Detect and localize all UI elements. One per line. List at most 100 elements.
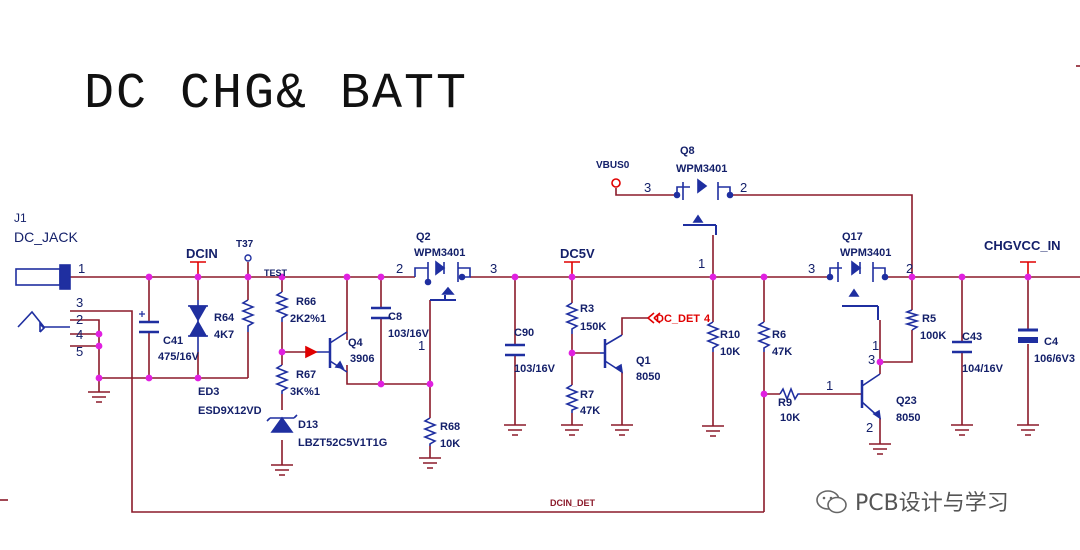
junction-dot bbox=[278, 348, 286, 356]
net-vbus0-label: VBUS0 bbox=[596, 160, 630, 171]
wires bbox=[0, 65, 1080, 513]
junction-dot bbox=[568, 349, 576, 357]
junction-dot bbox=[426, 380, 434, 388]
d13-value: LBZT52C5V1T1G bbox=[298, 437, 387, 449]
q2-pin: 1 bbox=[418, 338, 425, 353]
j1-pin: 3 bbox=[76, 295, 83, 310]
q17-value: WPM3401 bbox=[840, 247, 891, 259]
junctions bbox=[95, 273, 1032, 398]
junction-dot bbox=[145, 374, 153, 382]
q23-pin: 3 bbox=[868, 352, 875, 367]
r66-resistor-symbol bbox=[274, 291, 290, 322]
q17-mosfet-symbol bbox=[826, 260, 889, 320]
q23-value: 8050 bbox=[896, 412, 920, 424]
junction-dot bbox=[194, 374, 202, 382]
q8-mosfet-symbol bbox=[673, 178, 734, 235]
r64-resistor-symbol bbox=[240, 299, 256, 332]
q8-pin: 3 bbox=[644, 180, 651, 195]
ground-icon bbox=[561, 424, 583, 436]
ground-symbols bbox=[88, 391, 1039, 476]
junction-dot bbox=[568, 273, 576, 281]
q8-pin: 1 bbox=[698, 256, 705, 271]
net-dc-det-label: DC_DET bbox=[656, 313, 700, 325]
q23-ref: Q23 bbox=[896, 395, 917, 407]
c4-value: 106/6V3 bbox=[1034, 353, 1075, 365]
junction-dot bbox=[278, 273, 286, 281]
t37-ref: T37 bbox=[236, 239, 254, 250]
wire-jack-pins bbox=[70, 333, 99, 347]
r6-value: 47K bbox=[772, 346, 792, 358]
vbus0-port-icon bbox=[611, 178, 621, 188]
q17-pin: 1 bbox=[872, 338, 879, 353]
q4-ref: Q4 bbox=[348, 337, 364, 349]
junction-dot bbox=[95, 342, 103, 350]
j1-pin: 1 bbox=[78, 261, 85, 276]
r9-resistor-symbol bbox=[779, 386, 800, 402]
ground-icon bbox=[1017, 424, 1039, 436]
r3-resistor-symbol bbox=[564, 302, 580, 334]
r3-ref: R3 bbox=[580, 303, 594, 315]
j1-pin: 5 bbox=[76, 344, 83, 359]
schematic-title: DC CHG& BATT bbox=[84, 66, 469, 123]
q23-pin: 1 bbox=[826, 378, 833, 393]
wire-q8-drain bbox=[730, 194, 913, 277]
q17-pin: 2 bbox=[906, 261, 913, 276]
r68-resistor-symbol bbox=[422, 417, 438, 446]
net-dcin-det-label: DCIN_DET bbox=[550, 498, 596, 508]
r3-value: 150K bbox=[580, 321, 606, 333]
r7-resistor-symbol bbox=[564, 384, 580, 413]
junction-dot bbox=[194, 273, 202, 281]
q23-pin: 2 bbox=[866, 420, 873, 435]
parts bbox=[15, 178, 1038, 446]
r10-resistor-symbol bbox=[705, 321, 721, 352]
j1-pin: 2 bbox=[76, 312, 83, 327]
ed3-ref: ED3 bbox=[198, 386, 219, 398]
q1-npn-transistor-symbol bbox=[600, 334, 624, 374]
ground-icon bbox=[702, 425, 724, 437]
d13-ref: D13 bbox=[298, 419, 318, 431]
net-dc5v-label: DC5V bbox=[560, 246, 595, 261]
r6-resistor-symbol bbox=[756, 321, 772, 352]
junction-dot bbox=[511, 273, 519, 281]
junction-dot bbox=[908, 273, 916, 281]
j1-dc-jack-symbol bbox=[15, 264, 71, 333]
net-dcin-label: DCIN bbox=[186, 246, 218, 261]
junction-dot bbox=[377, 273, 385, 281]
r67-ref: R67 bbox=[296, 369, 316, 381]
q1-value: 8050 bbox=[636, 371, 660, 383]
dc-det-port-icon bbox=[647, 312, 661, 324]
c4-ref: C4 bbox=[1044, 336, 1059, 348]
r68-ref: R68 bbox=[440, 421, 460, 433]
j1-name: DC_JACK bbox=[14, 229, 78, 245]
wire-r5 bbox=[880, 277, 913, 363]
junction-dot bbox=[760, 273, 768, 281]
ground-icon bbox=[869, 443, 891, 455]
c4-capacitor-symbol bbox=[1018, 328, 1038, 343]
labels: J1 DC_JACK 1 3 2 4 5 DCIN DC5V CHGVCC_IN… bbox=[14, 145, 1075, 508]
q8-ref: Q8 bbox=[680, 145, 695, 157]
q23-npn-transistor-symbol bbox=[860, 373, 882, 420]
c43-ref: C43 bbox=[962, 331, 982, 343]
r68-value: 10K bbox=[440, 438, 460, 450]
r5-resistor-symbol bbox=[904, 309, 920, 331]
r10-value: 10K bbox=[720, 346, 740, 358]
ground-icon bbox=[271, 464, 293, 476]
r66-ref: R66 bbox=[296, 296, 316, 308]
c90-capacitor-symbol bbox=[505, 343, 525, 357]
junction-dot bbox=[95, 374, 103, 382]
q1-ref: Q1 bbox=[636, 355, 651, 367]
r67-value: 3K%1 bbox=[290, 386, 320, 398]
junction-dot bbox=[377, 380, 385, 388]
ground-icon bbox=[419, 457, 441, 469]
wire-vbus0 bbox=[615, 188, 677, 196]
r10-ref: R10 bbox=[720, 329, 740, 341]
junction-dot bbox=[958, 273, 966, 281]
c8-ref: C8 bbox=[388, 311, 402, 323]
j1-pin: 4 bbox=[76, 327, 83, 342]
c41-ref: C41 bbox=[163, 335, 183, 347]
junction-dot bbox=[876, 358, 884, 366]
r64-ref: R64 bbox=[214, 312, 235, 324]
watermark-text: PCB设计与学习 bbox=[855, 491, 1009, 516]
